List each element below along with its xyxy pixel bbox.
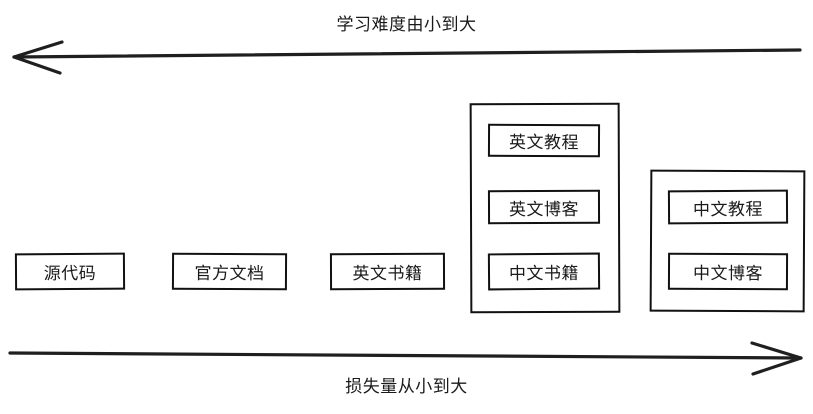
- top-axis-arrow: [12, 40, 802, 75]
- node-english-tutorial[interactable]: 英文教程: [487, 123, 601, 158]
- node-english-blog[interactable]: 英文博客: [487, 189, 601, 225]
- bottom-axis-arrow: [8, 341, 803, 376]
- node-chinese-books[interactable]: 中文书籍: [487, 252, 601, 291]
- top-axis-label: 学习难度由小到大: [336, 15, 477, 35]
- node-chinese-blog[interactable]: 中文博客: [667, 252, 789, 291]
- node-english-books[interactable]: 英文书籍: [329, 252, 446, 291]
- bottom-axis-label: 损失量从小到大: [345, 377, 468, 397]
- node-official-docs[interactable]: 官方文档: [171, 252, 288, 291]
- node-chinese-tutorial[interactable]: 中文教程: [667, 189, 789, 225]
- node-source-code[interactable]: 源代码: [14, 252, 126, 291]
